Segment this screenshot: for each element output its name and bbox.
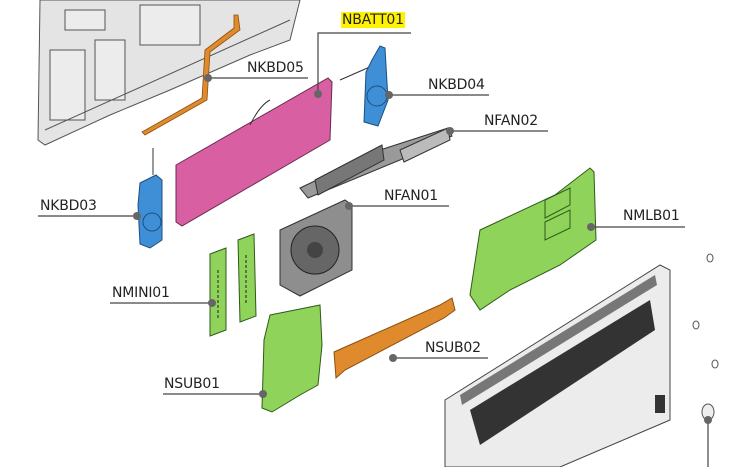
label-nmlb01[interactable]: NMLB01	[623, 208, 680, 224]
label-nsub02[interactable]: NSUB02	[425, 340, 481, 356]
speaker-left-part	[137, 148, 163, 249]
memory-part	[209, 233, 257, 337]
label-nsub01[interactable]: NSUB01	[164, 376, 220, 392]
leader-lines	[38, 32, 709, 467]
battery-part	[175, 77, 333, 227]
sub-cable-part	[333, 297, 456, 380]
fan-part	[279, 199, 353, 297]
keyboard-cable-part	[141, 14, 241, 136]
top-case-part	[37, 0, 301, 146]
label-nkbd05[interactable]: NKBD05	[247, 60, 304, 76]
label-nkbd04[interactable]: NKBD04	[428, 77, 485, 93]
bottom-case-part	[444, 253, 719, 467]
leader-dots	[133, 74, 712, 424]
label-nfan02[interactable]: NFAN02	[484, 113, 538, 129]
label-nfan01[interactable]: NFAN01	[384, 188, 438, 204]
sub-board-part	[261, 304, 323, 413]
mainboard-part	[469, 167, 597, 311]
speaker-right-part	[339, 45, 389, 127]
label-nmini01[interactable]: NMINI01	[112, 285, 170, 301]
heatsink-part	[299, 127, 453, 199]
label-nkbd03[interactable]: NKBD03	[40, 198, 97, 214]
label-nbatt01[interactable]: NBATT01	[341, 12, 405, 28]
